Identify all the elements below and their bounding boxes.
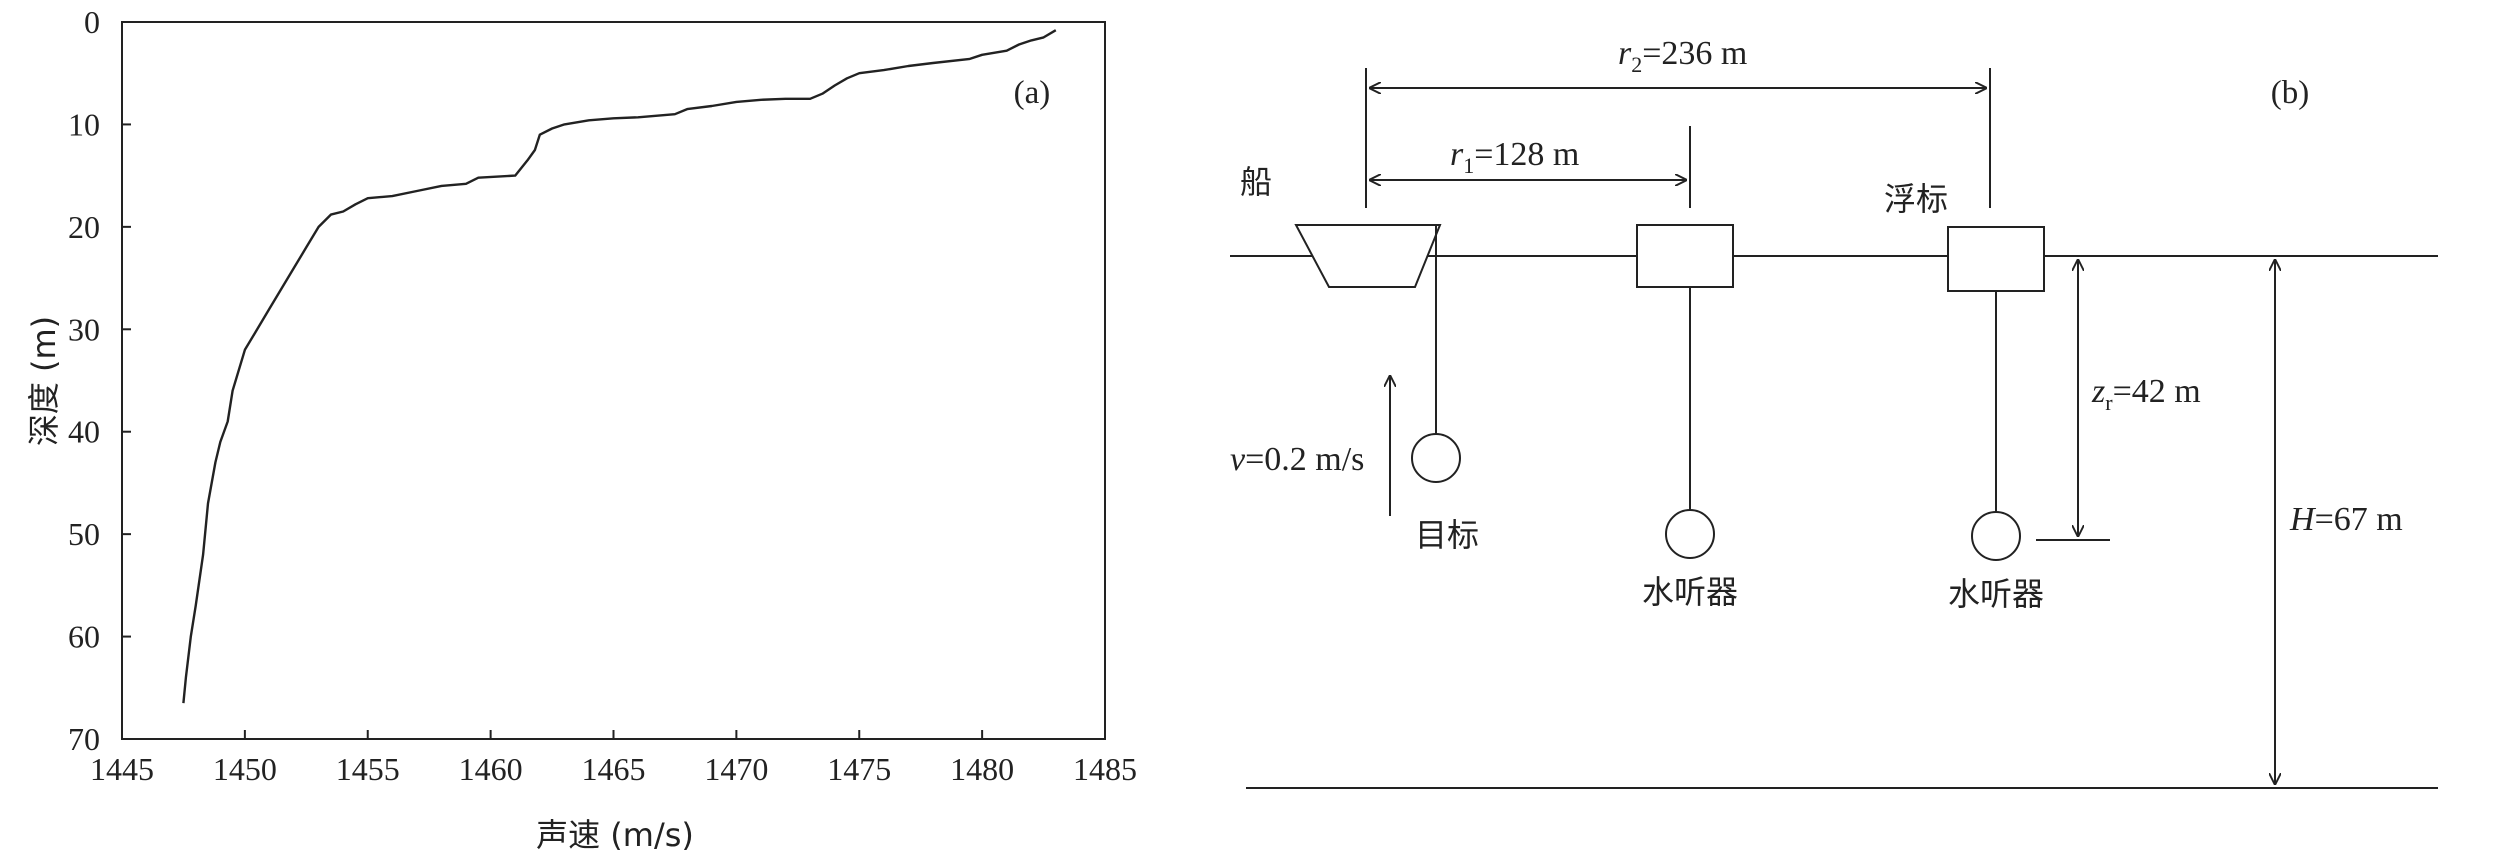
sound-speed-profile-chart: 1445 1450 1455 1460 1465 1470 1475 1480 1485 0 10…: [25, 4, 1137, 854]
x-tick-label: 1485: [1073, 751, 1137, 787]
r2-label: r2=236 m: [1618, 35, 1747, 77]
depth-label: H=67 m: [2289, 501, 2403, 538]
buoy-float: [1947, 226, 2045, 292]
y-tick-label: 40: [68, 414, 100, 450]
ship-icon: [1294, 224, 1442, 288]
x-tick-label: 1445: [90, 751, 154, 787]
x-axis-label: 声速 (m/s): [536, 816, 694, 854]
x-tick-label: 1460: [459, 751, 523, 787]
y-tick-label: 30: [68, 311, 100, 347]
x-tick-label: 1475: [827, 751, 891, 787]
x-tick-label: 1450: [213, 751, 277, 787]
hydrophone-1-label: 水听器: [1642, 573, 1738, 611]
x-tick-label: 1480: [950, 751, 1014, 787]
hydrophone-2-icon: [1971, 511, 2021, 561]
r1-label: r1=128 m: [1450, 136, 1579, 178]
y-tick-label: 70: [68, 721, 100, 757]
hydrophone-2-label: 水听器: [1948, 575, 2044, 613]
buoy-label: 浮标: [1884, 180, 1948, 218]
panel-b-label: (b): [2271, 75, 2309, 111]
x-tick-label: 1465: [582, 751, 646, 787]
y-tick-label: 50: [68, 516, 100, 552]
ship-label: 船: [1240, 163, 1272, 201]
y-tick-label: 10: [68, 106, 100, 142]
hydrophone-1-float: [1636, 224, 1734, 288]
target-label: 目标: [1415, 516, 1479, 554]
y-axis-label: 深度 (m): [25, 316, 63, 446]
velocity-label: v=0.2 m/s: [1230, 441, 1364, 478]
x-tick-label: 1470: [704, 751, 768, 787]
hydrophone-1-icon: [1665, 509, 1715, 559]
y-tick-label: 20: [68, 209, 100, 245]
panel-a-label: (a): [1014, 75, 1051, 111]
x-axis-ticks: 1445 1450 1455 1460 1465 1470 1475 1480 1485: [90, 730, 1137, 787]
zr-label: zr=42 m: [2091, 373, 2201, 415]
y-tick-label: 0: [84, 4, 100, 40]
y-axis-ticks: 0 10 20 30 40 50 60 70: [68, 4, 131, 757]
y-tick-label: 60: [68, 619, 100, 655]
experiment-geometry-diagram: (b) r2=236 m r1=128 m 船 目标 v=0.2 m/s 水听器…: [1230, 35, 2438, 789]
target-icon: [1411, 433, 1461, 483]
x-tick-label: 1455: [336, 751, 400, 787]
plot-frame: [121, 21, 1106, 740]
sound-speed-line: [182, 29, 1057, 704]
